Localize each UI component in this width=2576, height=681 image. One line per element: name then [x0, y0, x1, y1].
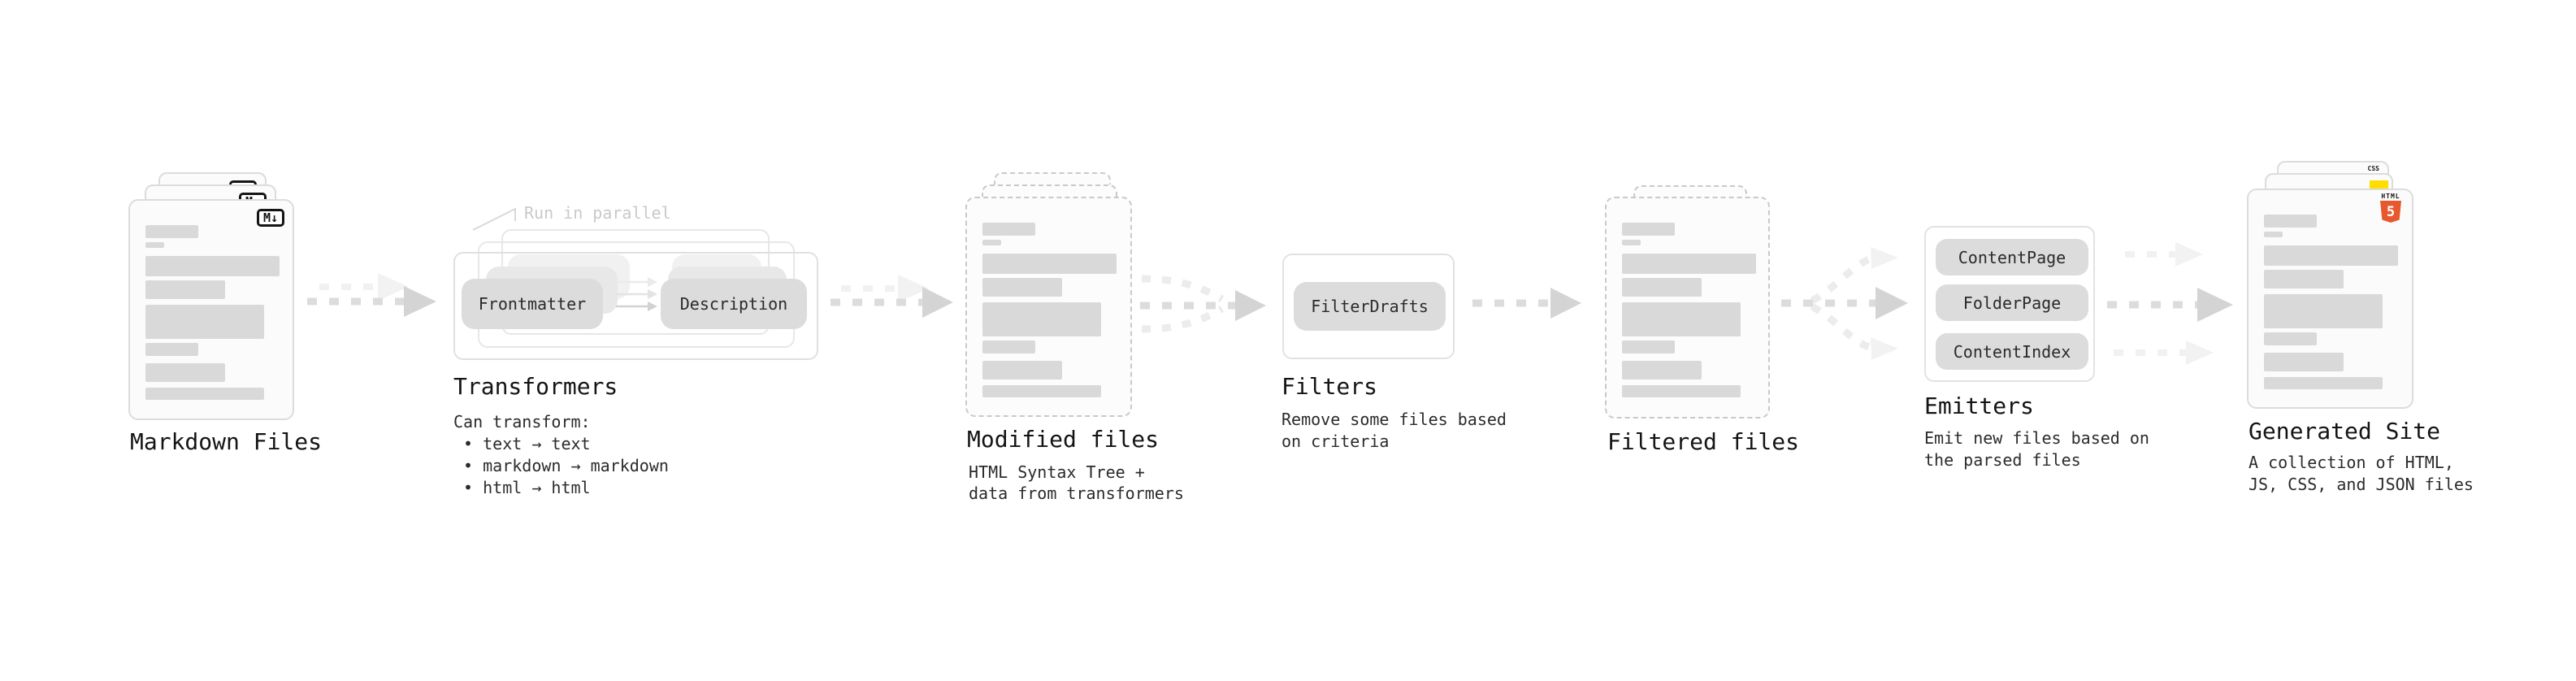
- doc-line-bar: [145, 242, 164, 248]
- doc-line-bar: [145, 256, 280, 276]
- doc-line-bar: [2264, 245, 2398, 266]
- doc-line-bar: [982, 254, 1117, 274]
- doc-line-bar: [2264, 377, 2383, 389]
- doc-line-bar: [1622, 278, 1702, 297]
- contentindex-pill: ContentIndex: [1936, 333, 2088, 370]
- annotation-leader-line: [472, 207, 516, 231]
- emitters-card: ContentPage FolderPage ContentIndex: [1924, 226, 2095, 382]
- arrow-transformers-to-modified: [830, 275, 953, 318]
- doc-line-bar: [1622, 340, 1675, 354]
- generated-site-description: A collection of HTML, JS, CSS, and JSON …: [2249, 453, 2474, 494]
- doc-line-bar: [145, 363, 225, 382]
- doc-line-bar: [2264, 232, 2283, 237]
- doc-line-bar: [1622, 240, 1641, 245]
- doc-line-bar: [982, 340, 1035, 354]
- stage-title-filtered-files: Filtered files: [1607, 428, 1800, 455]
- stage-title-filters: Filters: [1281, 373, 1378, 400]
- doc-line-bar: [982, 361, 1062, 380]
- doc-line-bar: [2264, 215, 2317, 228]
- contentpage-pill: ContentPage: [1936, 239, 2088, 275]
- stage-title-modified-files: Modified files: [967, 426, 1160, 453]
- emitters-description: Emit new files based on the parsed files: [1924, 428, 2149, 470]
- doc-line-bar: [145, 305, 264, 339]
- html5-logo-icon: HTML 5: [2380, 193, 2401, 223]
- arrow-modified-to-filters-merge: [1140, 275, 1266, 333]
- doc-line-bar: [1622, 223, 1675, 236]
- filters-description: Remove some files based on criteria: [1281, 410, 1507, 451]
- doc-line-bar: [145, 225, 198, 238]
- description-pill: Description: [661, 279, 807, 329]
- stage-title-markdown-files: Markdown Files: [130, 428, 323, 455]
- filterdrafts-pill: FilterDrafts: [1294, 282, 1446, 331]
- doc-line-bar: [2264, 270, 2344, 288]
- doc-line-bar: [982, 240, 1001, 245]
- doc-line-bar: [982, 223, 1035, 236]
- transformer-layer-front: [453, 252, 818, 360]
- arrow-emitters-to-generated: [2107, 242, 2233, 365]
- frontmatter-pill: Frontmatter: [462, 279, 603, 329]
- doc-line-bar: [982, 385, 1101, 397]
- doc-line-bar: [982, 278, 1062, 297]
- run-in-parallel-annotation: Run in parallel: [524, 203, 671, 223]
- doc-line-bar: [1622, 361, 1702, 380]
- modified-file-card-front: [965, 197, 1132, 417]
- arrow-markdown-to-transformers: [307, 273, 436, 317]
- markdown-logo-icon: M↓: [256, 209, 284, 227]
- doc-line-bar: [1622, 302, 1741, 336]
- doc-line-bar: [982, 302, 1101, 336]
- arrow-filters-to-filtered: [1472, 288, 1581, 319]
- doc-line-bar: [2264, 353, 2344, 371]
- generated-file-card-front: HTML 5: [2247, 189, 2413, 409]
- transformers-description: Can transform: • text → text • markdown …: [453, 412, 669, 497]
- doc-line-bar: [145, 280, 225, 299]
- stage-title-generated-site: Generated Site: [2249, 418, 2441, 445]
- doc-line-bar: [145, 343, 198, 356]
- doc-line-bar: [1622, 254, 1756, 274]
- stage-title-transformers: Transformers: [453, 373, 618, 400]
- javascript-logo-icon: [2370, 180, 2388, 189]
- filtered-file-card-front: [1605, 197, 1770, 419]
- folderpage-pill: FolderPage: [1936, 284, 2088, 321]
- doc-line-bar: [2264, 294, 2383, 328]
- stage-title-emitters: Emitters: [1924, 393, 2034, 419]
- modified-files-description: HTML Syntax Tree + data from transformer…: [969, 462, 1184, 503]
- doc-line-bar: [1622, 385, 1741, 397]
- doc-line-bar: [145, 388, 264, 400]
- doc-line-bar: [2264, 332, 2317, 345]
- filters-card: FilterDrafts: [1282, 254, 1455, 359]
- arrow-filtered-to-emitters-fanout: [1781, 247, 1908, 360]
- markdown-file-card-front: M↓: [128, 199, 294, 420]
